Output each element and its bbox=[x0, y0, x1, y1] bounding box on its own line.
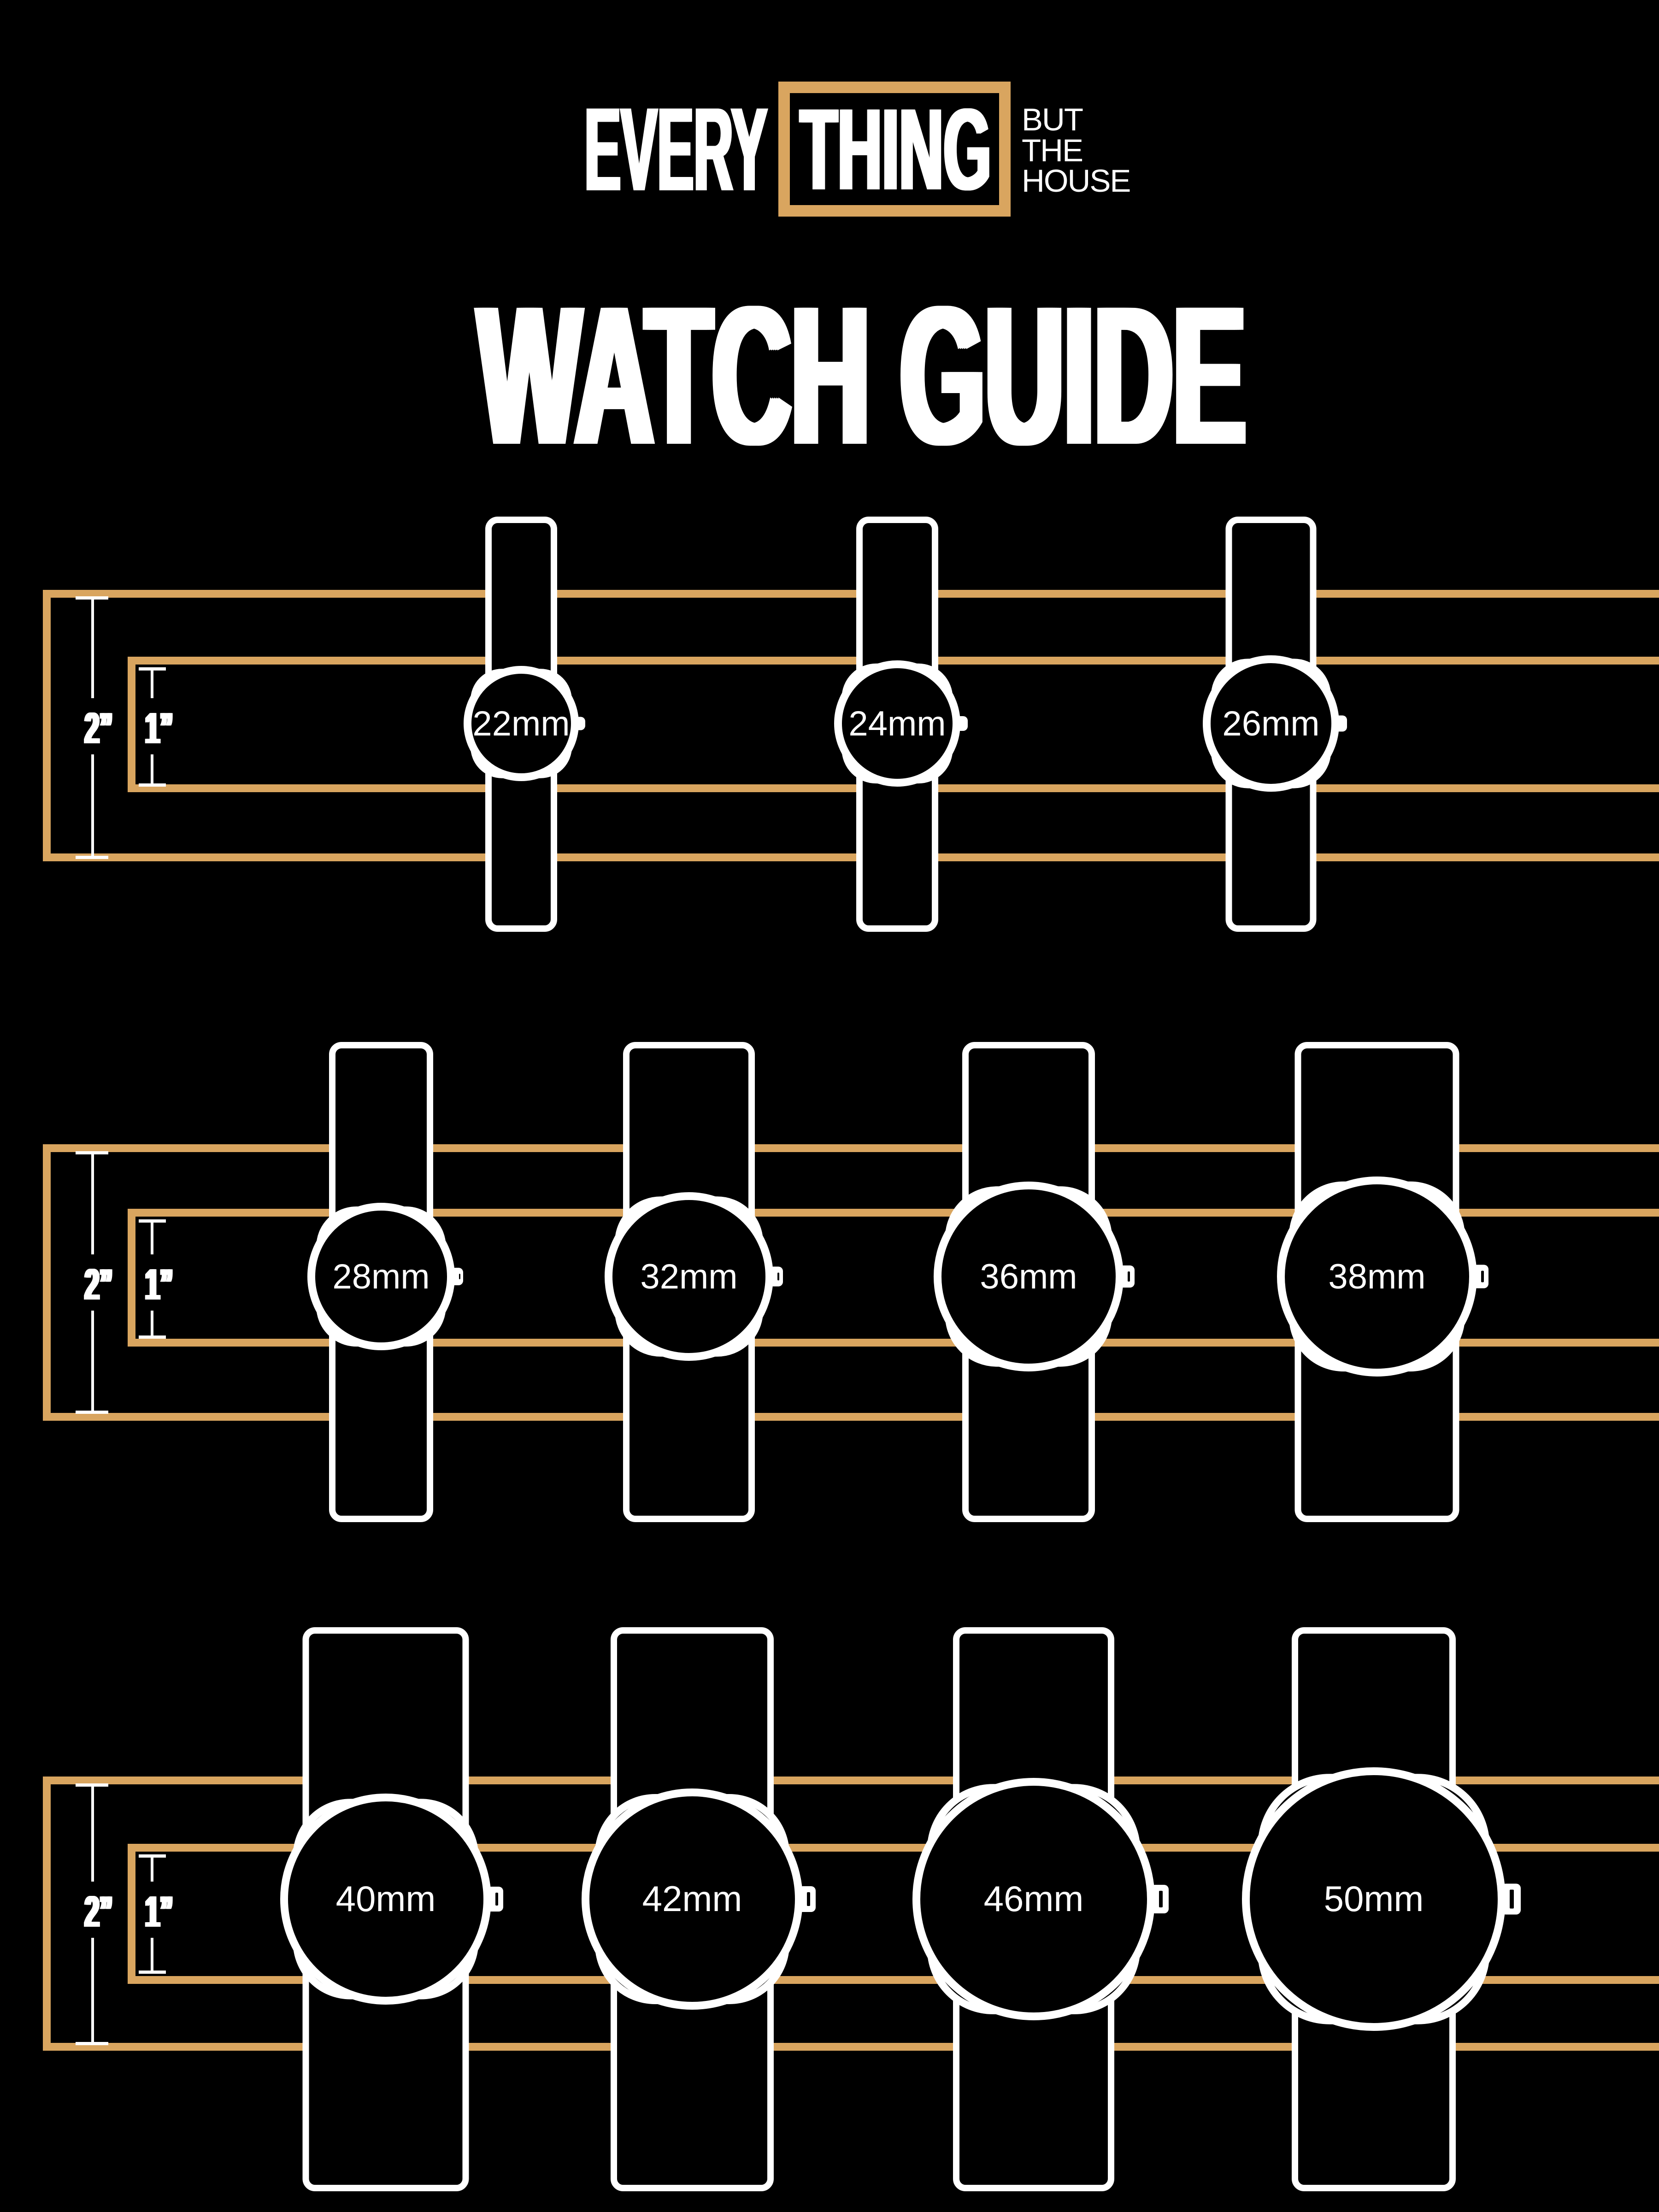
svg-text:2”: 2” bbox=[84, 1259, 112, 1309]
svg-text:WATCH GUIDE: WATCH GUIDE bbox=[476, 265, 1244, 486]
svg-text:WATCH GUIDE: WATCH GUIDE bbox=[474, 265, 1241, 486]
svg-text:1”: 1” bbox=[143, 1259, 171, 1309]
svg-text:26mm: 26mm bbox=[1222, 704, 1319, 743]
svg-text:24mm: 24mm bbox=[848, 704, 946, 743]
svg-text:2”: 2” bbox=[83, 1259, 111, 1309]
svg-text:EVERY: EVERY bbox=[583, 82, 766, 216]
svg-text:22mm: 22mm bbox=[472, 704, 570, 743]
svg-text:THE: THE bbox=[1022, 133, 1082, 168]
svg-text:HOUSE: HOUSE bbox=[1022, 163, 1130, 199]
svg-text:WATCH GUIDE: WATCH GUIDE bbox=[478, 265, 1246, 486]
svg-text:2”: 2” bbox=[83, 703, 111, 753]
svg-text:2”: 2” bbox=[85, 1259, 113, 1309]
svg-text:2”: 2” bbox=[86, 1887, 114, 1936]
svg-text:2”: 2” bbox=[85, 1887, 113, 1936]
svg-text:2”: 2” bbox=[86, 703, 114, 753]
svg-text:2”: 2” bbox=[84, 1887, 112, 1936]
svg-text:38mm: 38mm bbox=[1328, 1257, 1425, 1296]
svg-text:28mm: 28mm bbox=[332, 1257, 429, 1296]
svg-text:1”: 1” bbox=[147, 1887, 175, 1936]
svg-text:1”: 1” bbox=[145, 703, 173, 753]
svg-text:1”: 1” bbox=[147, 703, 175, 753]
svg-text:2”: 2” bbox=[85, 1887, 113, 1936]
svg-text:1”: 1” bbox=[143, 703, 171, 753]
svg-text:40mm: 40mm bbox=[336, 1878, 436, 1919]
svg-text:2”: 2” bbox=[84, 703, 112, 753]
svg-text:EVERY: EVERY bbox=[585, 82, 768, 216]
svg-text:1”: 1” bbox=[143, 1887, 171, 1936]
svg-text:1”: 1” bbox=[146, 1259, 174, 1309]
svg-text:THING: THING bbox=[800, 84, 991, 214]
svg-text:THING: THING bbox=[802, 84, 993, 214]
svg-text:46mm: 46mm bbox=[984, 1878, 1084, 1919]
svg-text:THING: THING bbox=[801, 84, 992, 214]
svg-text:1”: 1” bbox=[147, 1259, 175, 1309]
svg-text:1”: 1” bbox=[144, 1887, 172, 1936]
svg-text:1”: 1” bbox=[145, 1887, 173, 1936]
svg-text:EVERY: EVERY bbox=[584, 82, 767, 216]
svg-text:WATCH GUIDE: WATCH GUIDE bbox=[482, 265, 1250, 486]
svg-text:2”: 2” bbox=[86, 1259, 114, 1309]
svg-text:EVERY: EVERY bbox=[586, 82, 769, 216]
svg-text:2”: 2” bbox=[85, 703, 113, 753]
svg-text:BUT: BUT bbox=[1022, 102, 1083, 137]
svg-text:1”: 1” bbox=[145, 1259, 173, 1309]
svg-text:1”: 1” bbox=[144, 1259, 172, 1309]
svg-text:1”: 1” bbox=[144, 703, 172, 753]
svg-text:EVERY: EVERY bbox=[584, 82, 767, 216]
svg-text:THING: THING bbox=[798, 84, 989, 214]
svg-text:36mm: 36mm bbox=[980, 1257, 1077, 1296]
svg-text:1”: 1” bbox=[146, 1887, 174, 1936]
svg-text:50mm: 50mm bbox=[1324, 1878, 1424, 1919]
svg-text:1”: 1” bbox=[146, 703, 174, 753]
svg-text:2”: 2” bbox=[85, 703, 113, 753]
svg-text:WATCH GUIDE: WATCH GUIDE bbox=[480, 265, 1248, 486]
svg-text:2”: 2” bbox=[83, 1887, 111, 1936]
svg-text:2”: 2” bbox=[85, 1259, 113, 1309]
svg-text:32mm: 32mm bbox=[640, 1257, 737, 1296]
svg-text:42mm: 42mm bbox=[642, 1878, 742, 1919]
svg-text:THING: THING bbox=[799, 84, 990, 214]
